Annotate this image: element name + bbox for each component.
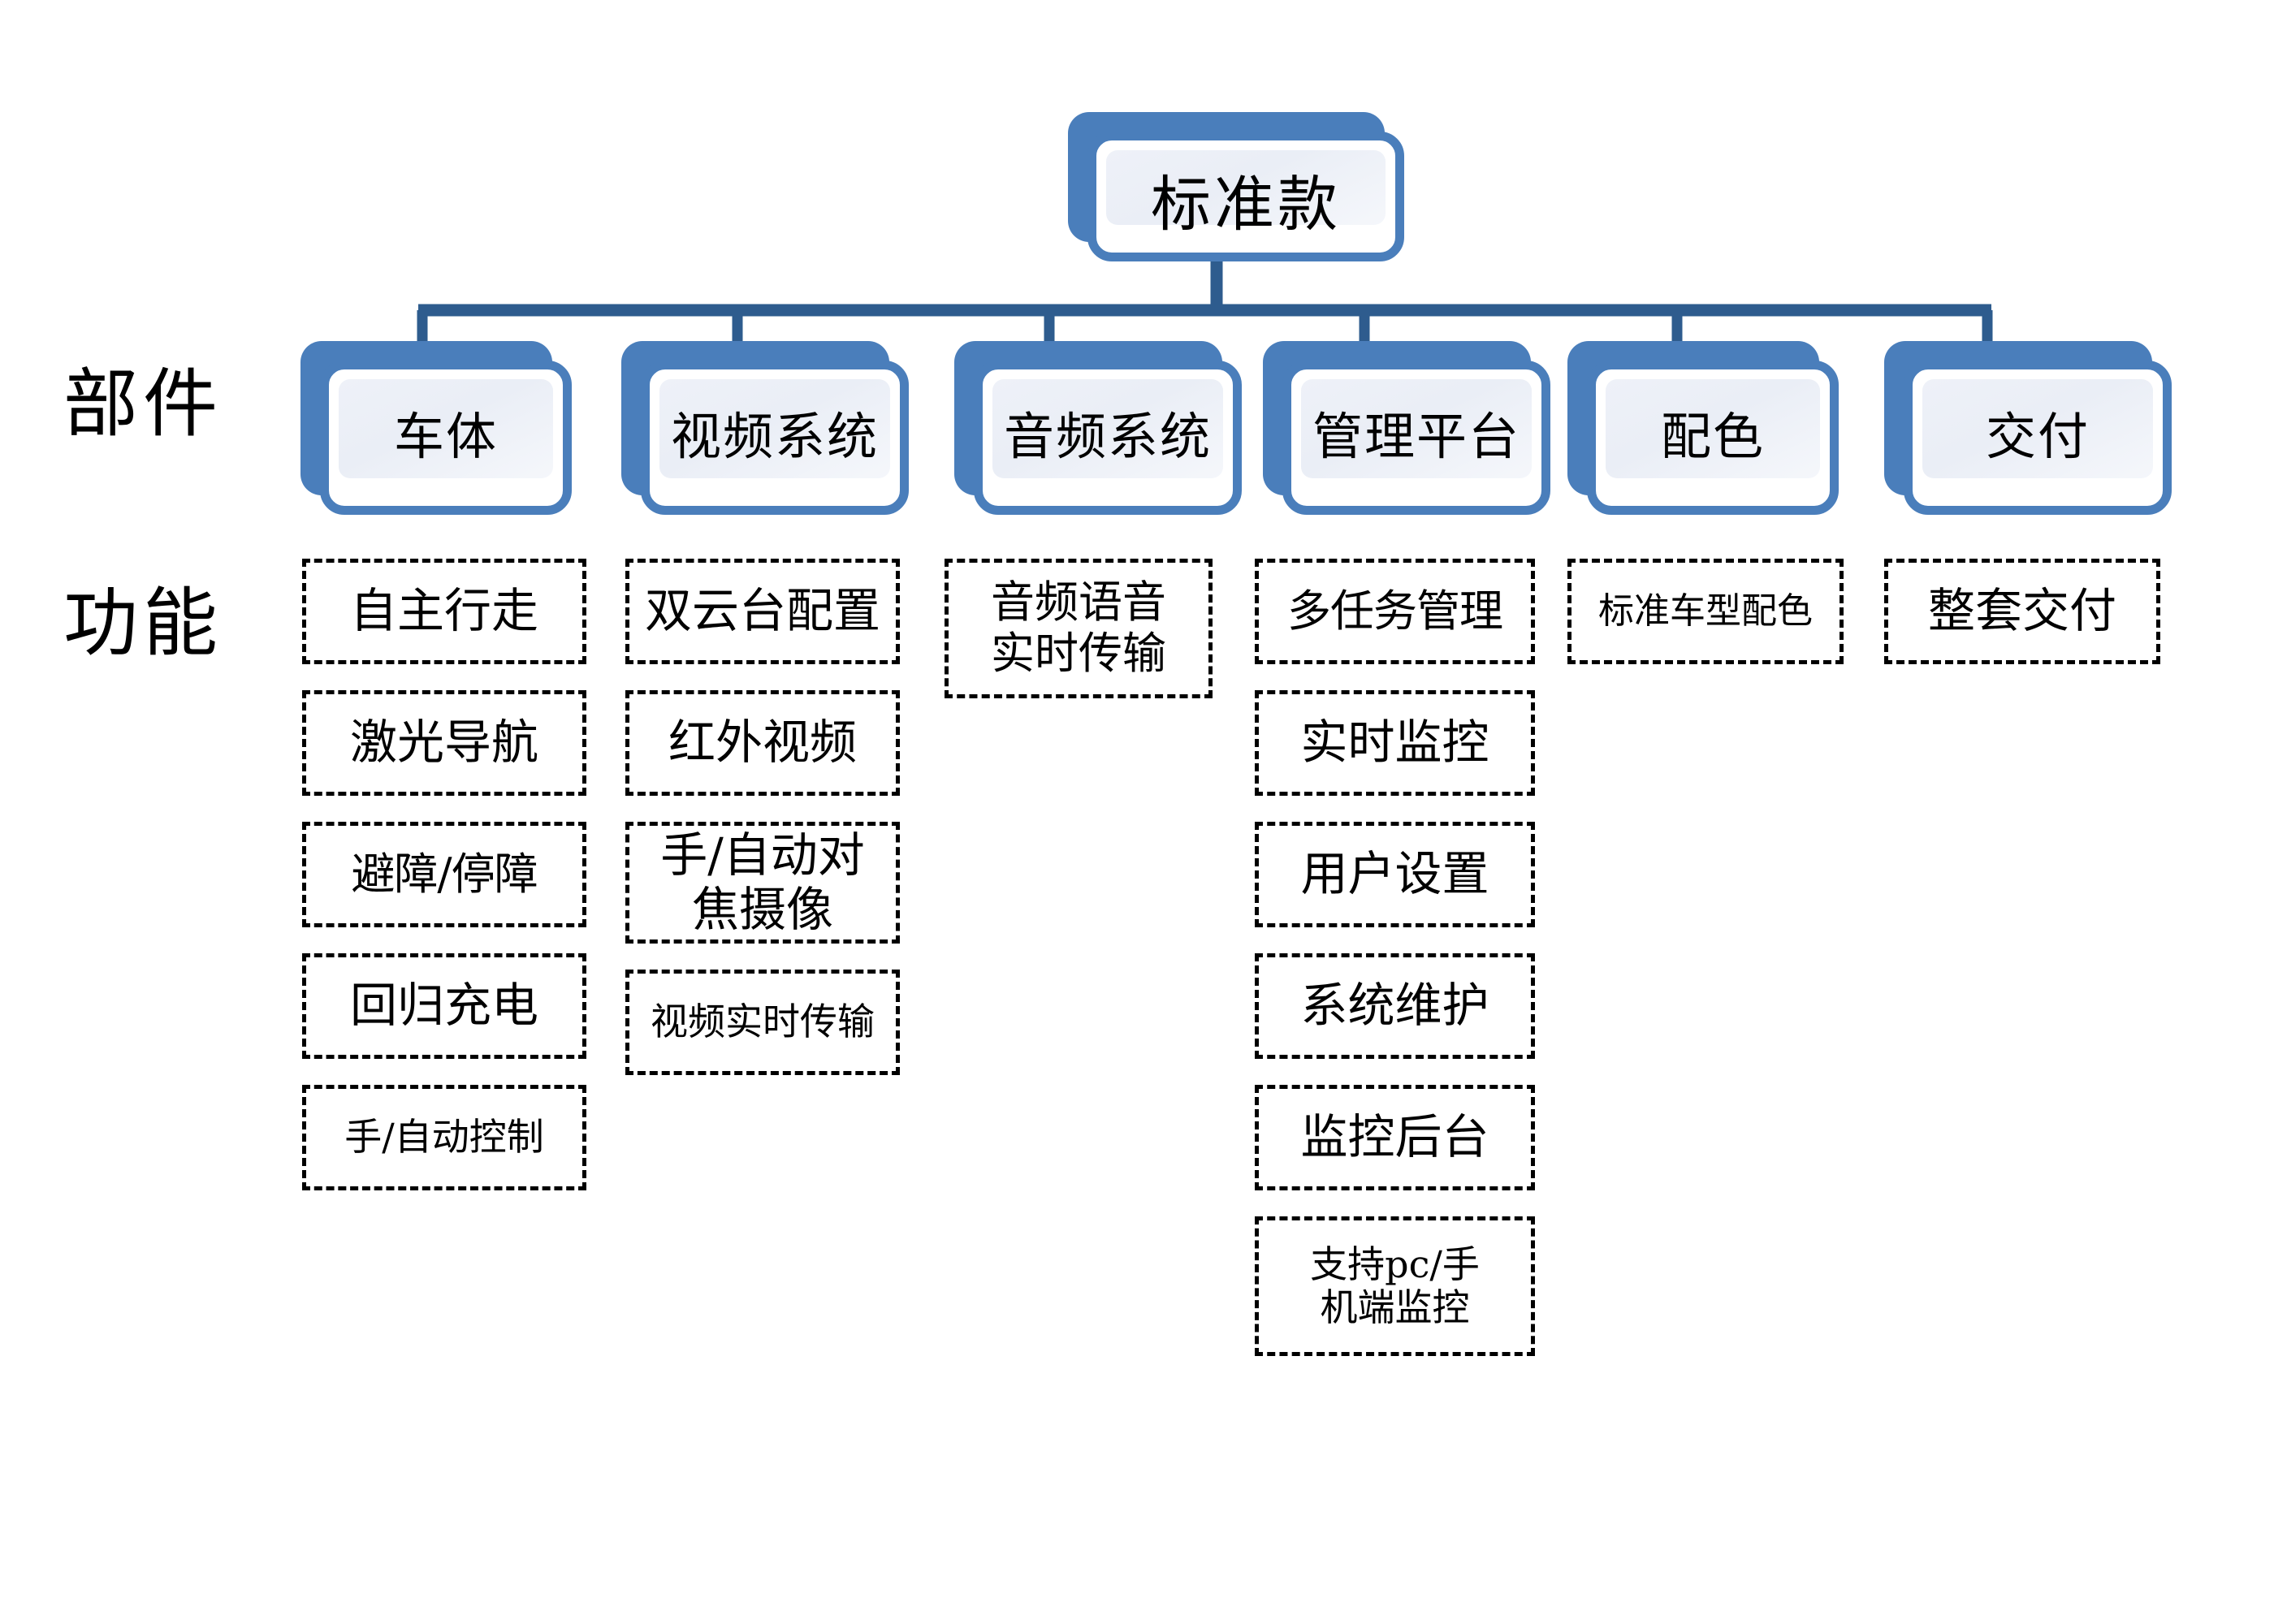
card-inner-fill bbox=[1922, 379, 2153, 478]
card-main-layer: 交付 bbox=[1904, 361, 2172, 515]
function-label: 视频实时传输 bbox=[651, 1000, 875, 1044]
node-component-vehicle-body[interactable]: 车体 bbox=[300, 341, 572, 515]
function-box[interactable]: 手/自动控制 bbox=[302, 1085, 586, 1190]
card-main-layer: 音频系统 bbox=[974, 361, 1242, 515]
function-label: 整套交付 bbox=[1927, 583, 2116, 639]
card-inner-fill bbox=[992, 379, 1223, 478]
function-label: 手/自动控制 bbox=[344, 1115, 544, 1160]
node-component-management-platform[interactable]: 管理平台 bbox=[1263, 341, 1550, 515]
node-component-label: 交付 bbox=[1985, 407, 2090, 466]
function-label: 支持pc/手机端监控 bbox=[1310, 1242, 1480, 1329]
node-component-label: 视频系统 bbox=[670, 407, 879, 466]
node-component-color-scheme[interactable]: 配色 bbox=[1567, 341, 1839, 515]
function-column-color-scheme: 标准车型配色 bbox=[1567, 559, 1844, 664]
function-label: 双云台配置 bbox=[644, 583, 880, 639]
function-box[interactable]: 多任务管理 bbox=[1255, 559, 1535, 664]
function-column-vehicle-body: 自主行走 激光导航 避障/停障 回归充电 手/自动控制 bbox=[302, 559, 586, 1190]
card-inner-fill bbox=[1106, 150, 1386, 225]
function-label: 自主行走 bbox=[349, 583, 538, 639]
function-label: 回归充电 bbox=[349, 978, 538, 1034]
function-box[interactable]: 自主行走 bbox=[302, 559, 586, 664]
function-label: 多任务管理 bbox=[1287, 585, 1503, 637]
function-box[interactable]: 监控后台 bbox=[1255, 1085, 1535, 1190]
function-box[interactable]: 系统维护 bbox=[1255, 953, 1535, 1059]
function-box[interactable]: 激光导航 bbox=[302, 690, 586, 796]
function-label: 系统维护 bbox=[1300, 978, 1489, 1034]
node-component-label: 音频系统 bbox=[1003, 407, 1212, 466]
card-main-layer: 车体 bbox=[320, 361, 572, 515]
card-main-layer: 配色 bbox=[1587, 361, 1839, 515]
function-box[interactable]: 避障/停障 bbox=[302, 822, 586, 927]
card-inner-fill bbox=[659, 379, 890, 478]
function-label: 手/自动对焦摄像 bbox=[660, 827, 865, 937]
function-box[interactable]: 红外视频 bbox=[625, 690, 900, 796]
function-label: 红外视频 bbox=[668, 715, 857, 771]
node-root-standard-model[interactable]: 标准款 bbox=[1068, 112, 1404, 261]
function-box[interactable]: 用户设置 bbox=[1255, 822, 1535, 927]
function-column-delivery: 整套交付 bbox=[1884, 559, 2160, 664]
card-main-layer: 管理平台 bbox=[1282, 361, 1550, 515]
node-component-label: 车体 bbox=[393, 407, 498, 466]
node-component-video-system[interactable]: 视频系统 bbox=[621, 341, 909, 515]
card-inner-fill bbox=[1301, 379, 1532, 478]
card-inner-fill bbox=[1606, 379, 1820, 478]
card-inner-fill bbox=[339, 379, 553, 478]
function-label: 实时监控 bbox=[1300, 715, 1489, 771]
function-box[interactable]: 实时监控 bbox=[1255, 690, 1535, 796]
function-column-audio-system: 音频语音实时传输 bbox=[945, 559, 1213, 698]
node-component-delivery[interactable]: 交付 bbox=[1884, 341, 2172, 515]
function-box[interactable]: 双云台配置 bbox=[625, 559, 900, 664]
function-box[interactable]: 音频语音实时传输 bbox=[945, 559, 1213, 698]
row-label-functions: 功能 bbox=[63, 580, 223, 667]
function-label: 音频语音实时传输 bbox=[991, 577, 1166, 679]
card-main-layer: 视频系统 bbox=[641, 361, 909, 515]
node-component-label: 管理平台 bbox=[1312, 407, 1520, 466]
function-label: 监控后台 bbox=[1300, 1109, 1489, 1165]
function-label: 激光导航 bbox=[349, 715, 538, 771]
function-box[interactable]: 手/自动对焦摄像 bbox=[625, 822, 900, 944]
function-column-video-system: 双云台配置 红外视频 手/自动对焦摄像 视频实时传输 bbox=[625, 559, 900, 1075]
node-root-label: 标准款 bbox=[1151, 170, 1341, 240]
node-component-label: 配色 bbox=[1660, 407, 1765, 466]
function-box[interactable]: 整套交付 bbox=[1884, 559, 2160, 664]
function-label: 标准车型配色 bbox=[1598, 590, 1813, 633]
node-component-audio-system[interactable]: 音频系统 bbox=[954, 341, 1242, 515]
function-column-management-platform: 多任务管理 实时监控 用户设置 系统维护 监控后台 支持pc/手机端监控 bbox=[1255, 559, 1535, 1356]
function-box[interactable]: 视频实时传输 bbox=[625, 970, 900, 1075]
row-label-components: 部件 bbox=[63, 361, 223, 447]
function-box[interactable]: 标准车型配色 bbox=[1567, 559, 1844, 664]
card-main-layer: 标准款 bbox=[1087, 132, 1404, 261]
function-label: 用户设置 bbox=[1300, 846, 1489, 902]
function-label: 避障/停障 bbox=[351, 848, 538, 900]
function-box[interactable]: 回归充电 bbox=[302, 953, 586, 1059]
function-box[interactable]: 支持pc/手机端监控 bbox=[1255, 1216, 1535, 1356]
